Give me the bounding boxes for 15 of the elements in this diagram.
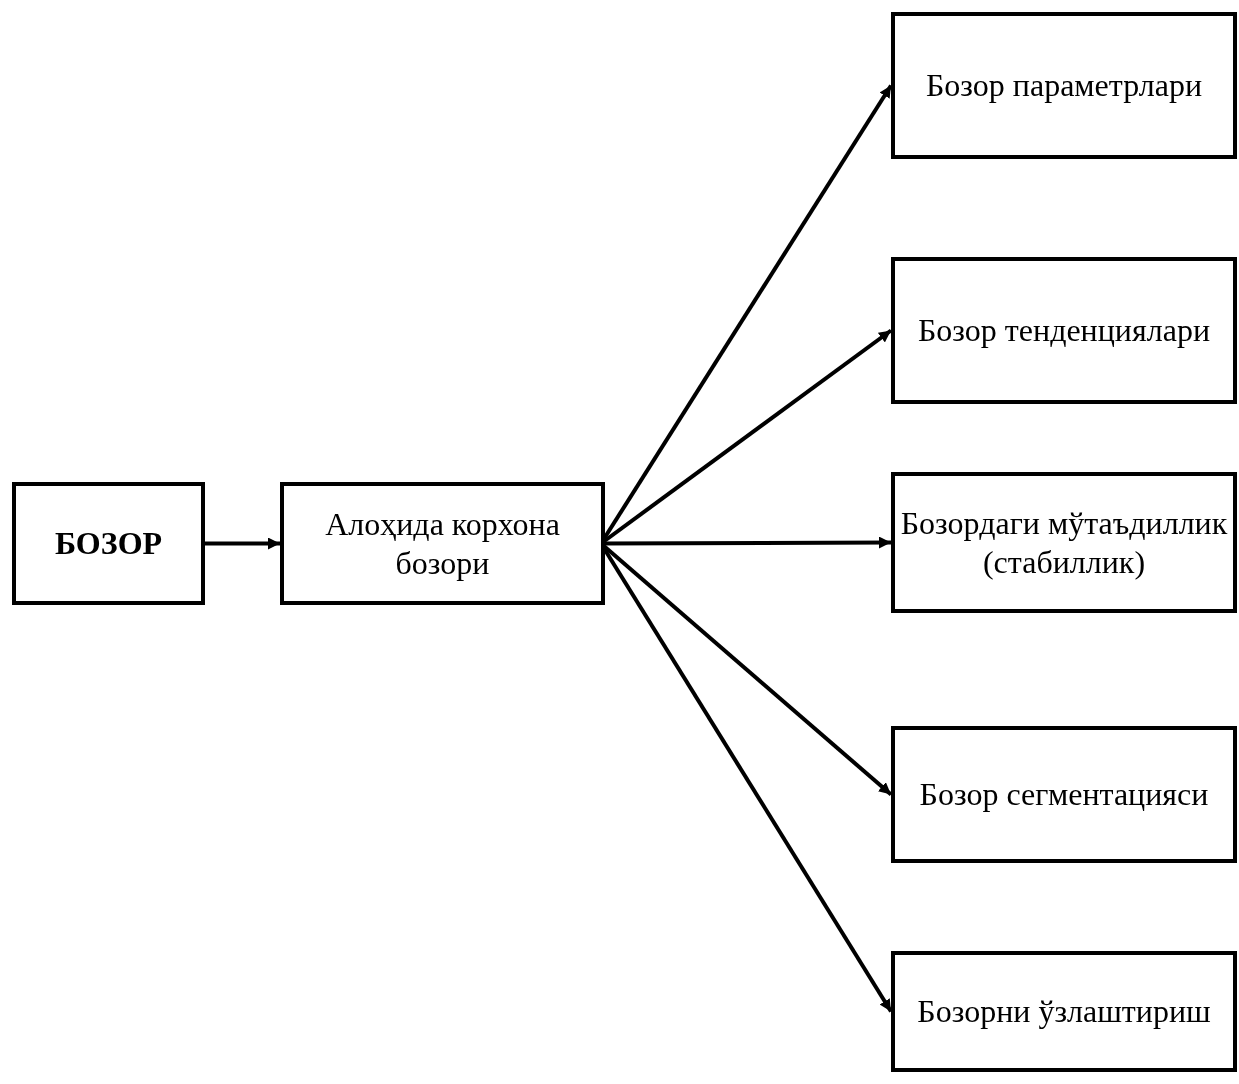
process-box [891,726,1237,863]
arrow [205,537,280,550]
box-label: БОЗОР [54,524,163,563]
process-box [891,951,1237,1072]
process-box [891,257,1237,404]
box-label: Бозордаги мўтаъдиллик (стабиллик) [899,504,1229,581]
process-box [891,472,1237,613]
box-label: Бозор тенденциялари [918,311,1210,350]
box-label: Бозор сегментацияси [919,775,1209,814]
box-label: Алоҳида корхона бозори [324,505,561,582]
process-box [891,12,1237,159]
process-box [12,482,205,605]
box-label: Бозорни ўзлаштириш [917,992,1211,1031]
box-label: Бозор параметрлари [925,66,1203,105]
process-box [280,482,605,605]
